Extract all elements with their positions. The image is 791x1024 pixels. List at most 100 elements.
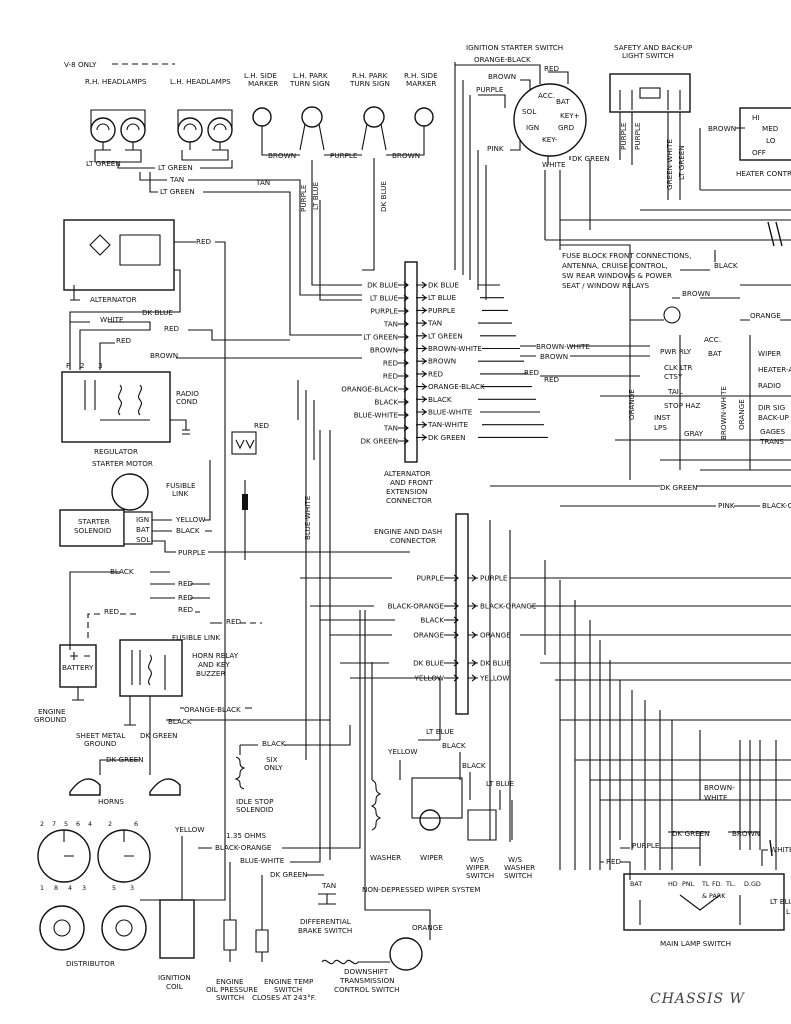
regulator: F 2 3 [61,361,171,443]
washer [370,779,382,831]
eng-conn-wire [468,631,478,639]
wire-label-orange: ORANGE [412,923,443,932]
fuse-label-stop-haz: STOP HAZ [664,401,701,410]
connector-wire [416,370,427,378]
wire-label-black-orange: BLACK-ORANGE [215,843,272,852]
connector-wire [398,437,409,445]
connector-wire-label: BLUE-WHITE [354,411,399,420]
dist-num: 3 [82,884,86,892]
wire-label-brown: BROWN [708,124,736,133]
connector-wire-label: BROWN [370,346,398,355]
connector-wire-label: DK GREEN [360,437,398,446]
connector-wire-label: DK BLUE [428,281,459,290]
ign-term-sol: SOL [522,107,536,116]
eng-conn-wire-label: DK BLUE [413,659,444,668]
ign-term-acc: ACC. [538,91,555,100]
reg-term-f: F [66,361,70,370]
connector-wire-label: ORANGE-BLACK [341,385,398,394]
fuse-label-inst: INST [654,413,671,422]
wire-label-black: BLACK [262,739,286,748]
downshift-switch [321,937,423,971]
connector-wire-label: ORANGE-BLACK [428,382,485,391]
wire-label-dk-green: DK GREEN [660,483,698,492]
dist-num: 7 [52,820,56,828]
wire-label-black: BLACK [168,717,192,726]
wire-label-orange-black: ORANGE-BLACK [184,705,241,714]
wire-label-orange: ORANGE [627,389,636,420]
eng-conn-wire [350,674,459,682]
eng-conn-wire [300,574,459,582]
wire-label-orange: ORANGE [737,399,746,430]
dist-numbers-a: 2 7 5 6 4 1 8 4 3 2 6 5 3 [40,820,138,892]
dist-num: 3 [130,884,134,892]
wire-label-red: RED [178,593,194,602]
fuse-label-tail: TAIL [667,387,683,396]
starter-motor-label: STARTER MOTOR [92,459,153,468]
connector-wire [398,385,409,393]
wire-label-yellow: YELLOW [174,825,204,834]
main-lamp-terms: BAT HD PNL TL FD. TL. D.GD & PARK [630,880,761,900]
washer-label: WASHER [370,853,401,862]
lh-park-lamp [299,106,325,151]
heater-control: HI MED LO OFF [739,107,791,161]
wire-label-purple: PURPLE [632,841,660,850]
mls-term: & PARK [702,892,726,900]
connector-wire-label: PURPLE [371,307,399,316]
sol-term-bat: BAT [136,525,150,534]
main-lamp-switch-label: MAIN LAMP SWITCH [660,939,731,948]
wire-label-red: RED [178,605,194,614]
eng-conn-wire-label: PURPLE [417,574,445,583]
wire-label-black-or: BLACK-OR [762,501,791,510]
wiper-system-label: NON-DEPRESSED WIPER SYSTEM [362,885,480,894]
wire-label-red: RED [104,607,120,616]
eng-conn-wire [468,674,478,682]
reg-term-2: 2 [80,361,85,370]
eng-conn-wire [310,602,459,610]
eng-conn-wire-label: ORANGE [413,631,444,640]
wire-label-brown: BROWN [540,352,568,361]
distributor [39,905,147,951]
battery-label: BATTERY [62,663,94,672]
wire-label-red: RED [544,64,560,73]
rh-headlamps [90,109,146,163]
fusible-link [242,494,248,510]
wire-label-red: RED [196,237,212,246]
reg-term-3: 3 [98,361,103,370]
mls-term: D.GD [744,880,761,888]
wire-label-dk-green: DK GREEN [572,154,610,163]
fuse-label-gray: GRAY [684,429,704,438]
eng-conn-wire-label: BLACK-ORANGE [480,602,537,611]
lh-headlamps-label: L.H. HEADLAMPS [170,77,231,86]
wire-label-dk-green: DK GREEN [140,731,178,740]
fuse-label-acc: ACC. [704,335,721,344]
connector-wire [398,359,409,367]
temp-switch [255,929,269,962]
wire-label-pink: PINK [718,501,735,510]
wire-label-brown-white-split: BROWN-WHITE [704,783,735,802]
ign-term-bat: BAT [556,97,570,106]
eng-conn-wire-label: YELLOW [479,674,509,683]
connector-wire-label: TAN [383,320,398,329]
connector-wire-label: RED [383,372,399,381]
wire-label-black: BLACK [442,741,466,750]
oil-pressure-switch [223,919,237,962]
safety-backup-switch [609,73,691,113]
horn-relay [119,639,183,697]
fuse-circle [663,306,681,324]
connector-wire-label: PURPLE [428,306,456,315]
legend-v8-only: V-8 ONLY [64,60,97,69]
connector-wire [398,281,409,289]
wire-label-dk-blue: DK BLUE [379,181,388,212]
battery: BATTERY [59,644,97,688]
ignition-coil [159,899,195,959]
